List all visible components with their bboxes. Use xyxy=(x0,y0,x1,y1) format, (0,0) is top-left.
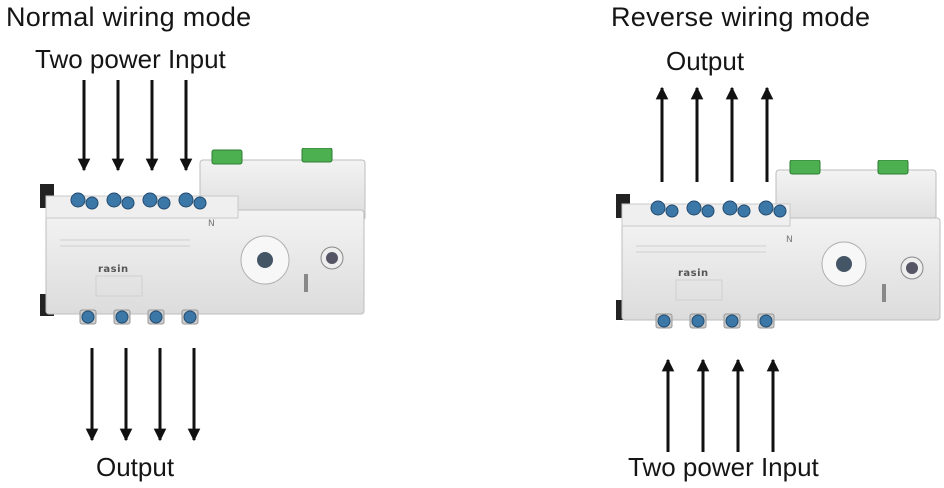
reverse-mode-input-label: Two power Input xyxy=(628,452,819,482)
transfer-switch-left: rasin N xyxy=(40,148,366,325)
reverse-mode-output-label: Output xyxy=(666,46,745,76)
normal-mode-output-label: Output xyxy=(96,452,175,482)
lock-icon xyxy=(320,246,344,270)
normal-mode-input-label: Two power Input xyxy=(35,44,226,74)
knob-icon xyxy=(821,241,867,287)
neutral-mark-right: N xyxy=(786,235,793,245)
transfer-switch-right: rasin N xyxy=(616,160,941,329)
brand-label-left: rasin xyxy=(98,264,129,275)
reverse-mode-title: Reverse wiring mode xyxy=(611,2,871,32)
normal-mode-title: Normal wiring mode xyxy=(6,2,252,32)
lock-icon xyxy=(900,256,924,280)
knob-icon xyxy=(240,235,290,285)
neutral-mark-left: N xyxy=(208,219,215,229)
brand-label-right: rasin xyxy=(678,268,709,279)
